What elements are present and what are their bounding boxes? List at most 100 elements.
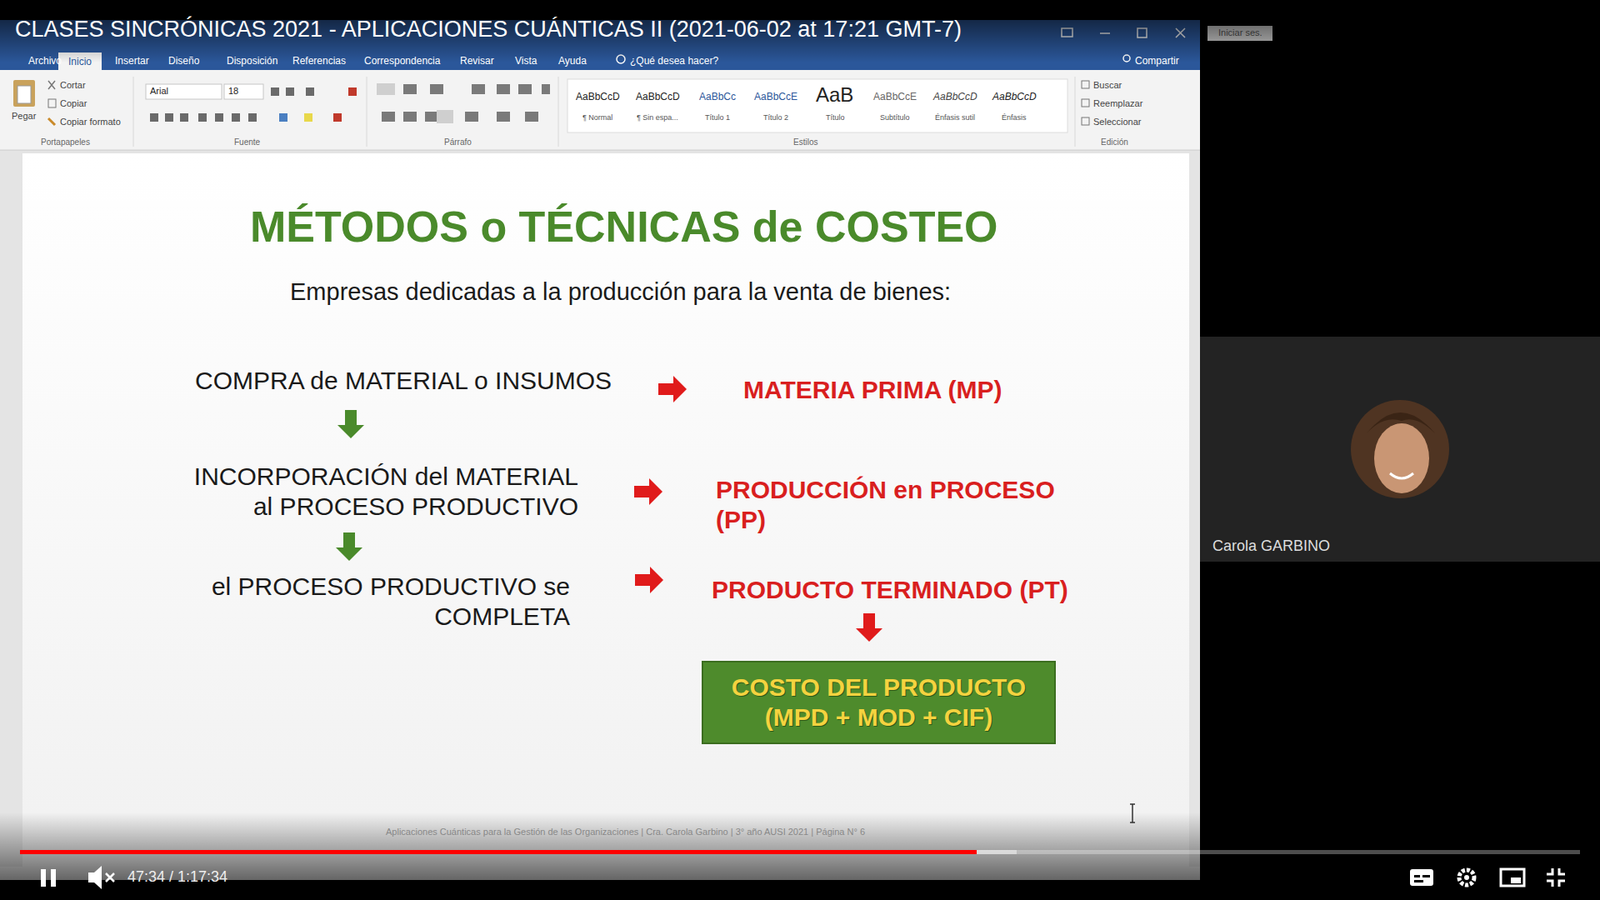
miniplayer-inner: [1510, 877, 1521, 884]
paragraph-button: [381, 111, 395, 122]
ribbon-tab-active: Inicio: [68, 55, 92, 68]
font-button: [248, 113, 257, 122]
ribbon-tab: Ayuda: [558, 55, 587, 67]
ribbon-tab: Insertar: [115, 55, 150, 67]
ribbon-group-name: Fuente: [234, 137, 260, 148]
paragraph-button: [403, 84, 417, 95]
step-text: el PROCESO PRODUCTIVO se COMPLETA: [190, 571, 570, 632]
paragraph-button: [471, 84, 485, 95]
font-box: [145, 84, 222, 100]
paragraph-button: [436, 110, 454, 124]
mute-cross: [105, 873, 115, 882]
ribbon-tab: Diseño: [168, 55, 200, 67]
paragraph-button: [496, 84, 510, 95]
step-text: INCORPORACIÓN del MATERIAL al PROCESO PR…: [181, 461, 579, 522]
subtitle: Empresas dedicadas a la producción para …: [290, 277, 951, 307]
paragraph-button: [496, 111, 510, 122]
font-button: [215, 113, 224, 122]
paragraph-button: [425, 111, 439, 122]
subtitles-line: [1422, 875, 1430, 878]
flow-step: PRODUCCIÓN en PROCESO (PP): [714, 473, 1081, 537]
style-name: ¶ Normal: [582, 113, 613, 123]
cut-icon: [48, 80, 55, 90]
replace-icon: [1081, 99, 1090, 107]
block-arrow: [337, 410, 365, 439]
video-title: CLASES SINCRÓNICAS 2021 - APLICACIONES C…: [15, 15, 962, 43]
ribbon-tab: Referencias: [292, 55, 346, 67]
copy-icon: [48, 99, 56, 108]
block-arrow: [635, 566, 664, 594]
ribbon-tab: Vista: [515, 55, 537, 67]
subtitles-icon: [1410, 869, 1434, 886]
ribbon: [0, 70, 1200, 150]
font-size: 18: [228, 85, 239, 97]
paragraph-button: [541, 84, 550, 95]
progress-played: [20, 850, 977, 855]
ribbon-tab: Archivo: [28, 55, 62, 67]
pause-icon: [40, 869, 46, 887]
flow-step: el PROCESO PRODUCTIVO se COMPLETA: [188, 570, 572, 634]
tell-me-box: ¿Qué desea hacer?: [630, 55, 719, 67]
paragraph-buttons: [376, 83, 550, 124]
ribbon-command: Pegar: [11, 110, 36, 122]
font-buttons: [150, 87, 357, 122]
font-button: [304, 113, 313, 122]
size-box: [224, 84, 264, 100]
paragraph-button: [518, 84, 532, 95]
flow-step: COMPRA de MATERIAL o INSUMOS: [193, 364, 614, 398]
diagram-title: MÉTODOS o TÉCNICAS de COSTEO: [250, 200, 999, 253]
style-name: Subtítulo: [880, 113, 910, 123]
font-button: [180, 113, 189, 122]
block-arrow: [855, 613, 883, 642]
avatar-face: [1374, 423, 1430, 494]
avatar-hair: [1366, 412, 1435, 434]
ribbon-tab: Revisar: [460, 55, 495, 67]
bottom-overlay: [0, 812, 1600, 900]
paste-paper: [17, 85, 31, 104]
text-cursor: [1130, 804, 1135, 823]
select-icon: [1081, 117, 1090, 125]
ribbon-tab: Disposición: [226, 55, 278, 67]
ribbon-tab: Correspondencia: [364, 55, 440, 67]
box-text: COSTO DEL PRODUCTO (MPD + MOD + CIF): [720, 672, 1038, 733]
sign-in-text: Iniciar ses.: [1218, 27, 1263, 39]
document-page: [22, 153, 1190, 867]
video-time: 47:34 / 1:17:34: [127, 868, 228, 887]
style-sample: AaBbCcD: [575, 90, 620, 103]
progress-buffered: [20, 850, 1017, 855]
style-name: Título 2: [763, 113, 789, 123]
exit-fullscreen-icon: [1546, 868, 1565, 887]
word-window: [0, 20, 1200, 880]
paste-icon: [13, 80, 35, 107]
font-button: [165, 113, 174, 122]
subtitles-line: [1414, 875, 1420, 878]
font-button: [270, 87, 280, 96]
block-arrow: [658, 375, 687, 403]
ribbon-group-name: Portapapeles: [40, 137, 90, 148]
settings-center: [1464, 875, 1470, 880]
ribbon-command: Cortar: [60, 80, 86, 91]
step-text: PRODUCCIÓN en PROCESO (PP): [715, 475, 1080, 535]
font-button: [333, 113, 342, 122]
style-name: ¶ Sin espa...: [636, 113, 679, 123]
paragraph-button: [430, 84, 444, 95]
format-painter-icon: [48, 118, 55, 125]
paragraph-button: [376, 83, 395, 95]
style-sample: AaBbCc: [699, 90, 736, 103]
settings-icon: [1459, 870, 1475, 885]
ribbon-command: Copiar: [60, 98, 87, 110]
group-separator: [558, 76, 560, 147]
top-overlay: [0, 0, 1600, 63]
paragraph-button: [525, 111, 539, 122]
ribbon-command: Seleccionar: [1093, 116, 1141, 128]
ribbon-command: Reemplazar: [1093, 98, 1143, 110]
flow-step: PRODUCTO TERMINADO (PT): [710, 573, 1070, 607]
avatar-smile: [1390, 473, 1414, 479]
font-button: [150, 113, 159, 122]
progress-track: [20, 850, 1580, 855]
block-arrow: [634, 478, 663, 505]
webcam-panel: [1200, 336, 1600, 562]
